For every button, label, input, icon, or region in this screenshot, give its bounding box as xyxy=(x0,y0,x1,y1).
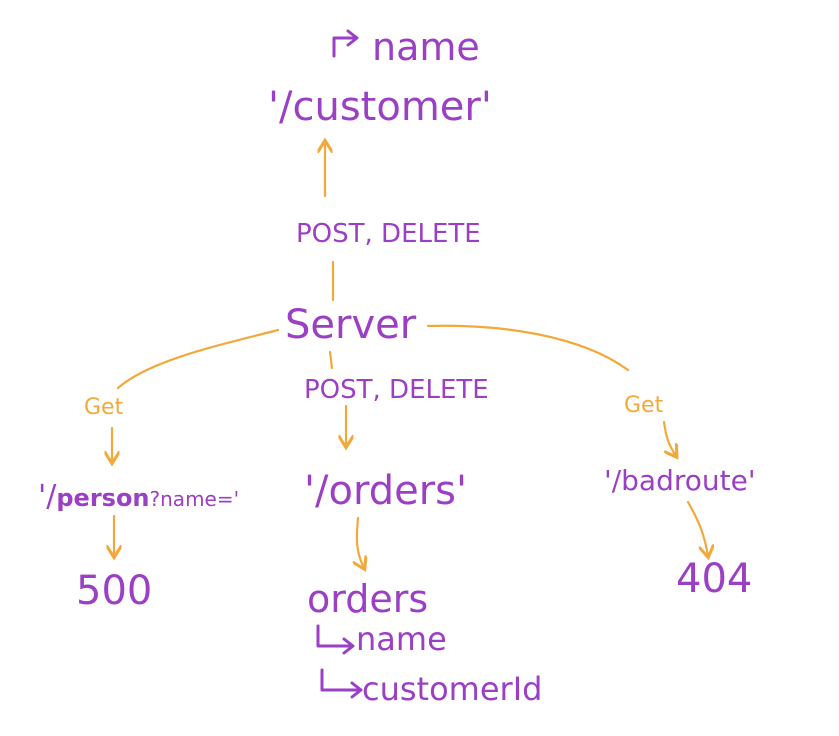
edge-server-to-person xyxy=(116,328,280,390)
server-node-label: Server xyxy=(285,302,417,348)
edge-server-to-orders-upper xyxy=(328,350,334,370)
customer-field-arrow-head xyxy=(346,29,359,47)
orders-field-name-bullet-icon xyxy=(316,624,355,655)
edge-label-to-orders: POST, DELETE xyxy=(304,375,489,405)
orders-field-customerid-label: customerId xyxy=(362,670,542,708)
customer-field-label: name xyxy=(372,25,480,69)
edge-label-to-person: Get xyxy=(84,395,124,420)
edge-server-to-badroute xyxy=(426,324,630,372)
customer-field-arrow-icon xyxy=(332,36,358,58)
result-500-label: 500 xyxy=(76,568,152,614)
edge-label-to-customer: POST, DELETE xyxy=(296,219,481,249)
orders-field-customerid-bullet-icon xyxy=(320,668,363,699)
orders-model-label: orders xyxy=(307,577,428,621)
edge-label-to-badroute: Get xyxy=(624,393,664,418)
badroute-route-label: '/badroute' xyxy=(604,464,756,497)
orders-field-name-label: name xyxy=(356,620,447,658)
edge-orders-route-to-model xyxy=(357,516,364,568)
person-route-main: person xyxy=(56,484,149,512)
person-route-prefix: '/ xyxy=(38,479,57,514)
person-route-label: '/person?name=' xyxy=(38,479,239,514)
edge-get-to-badroute xyxy=(662,420,676,456)
customer-route-label: '/customer' xyxy=(268,84,492,130)
orders-route-label: '/orders' xyxy=(304,468,467,514)
person-route-query: ?name=' xyxy=(150,487,240,511)
edge-badroute-to-404 xyxy=(686,500,708,556)
result-404-label: 404 xyxy=(676,556,752,602)
